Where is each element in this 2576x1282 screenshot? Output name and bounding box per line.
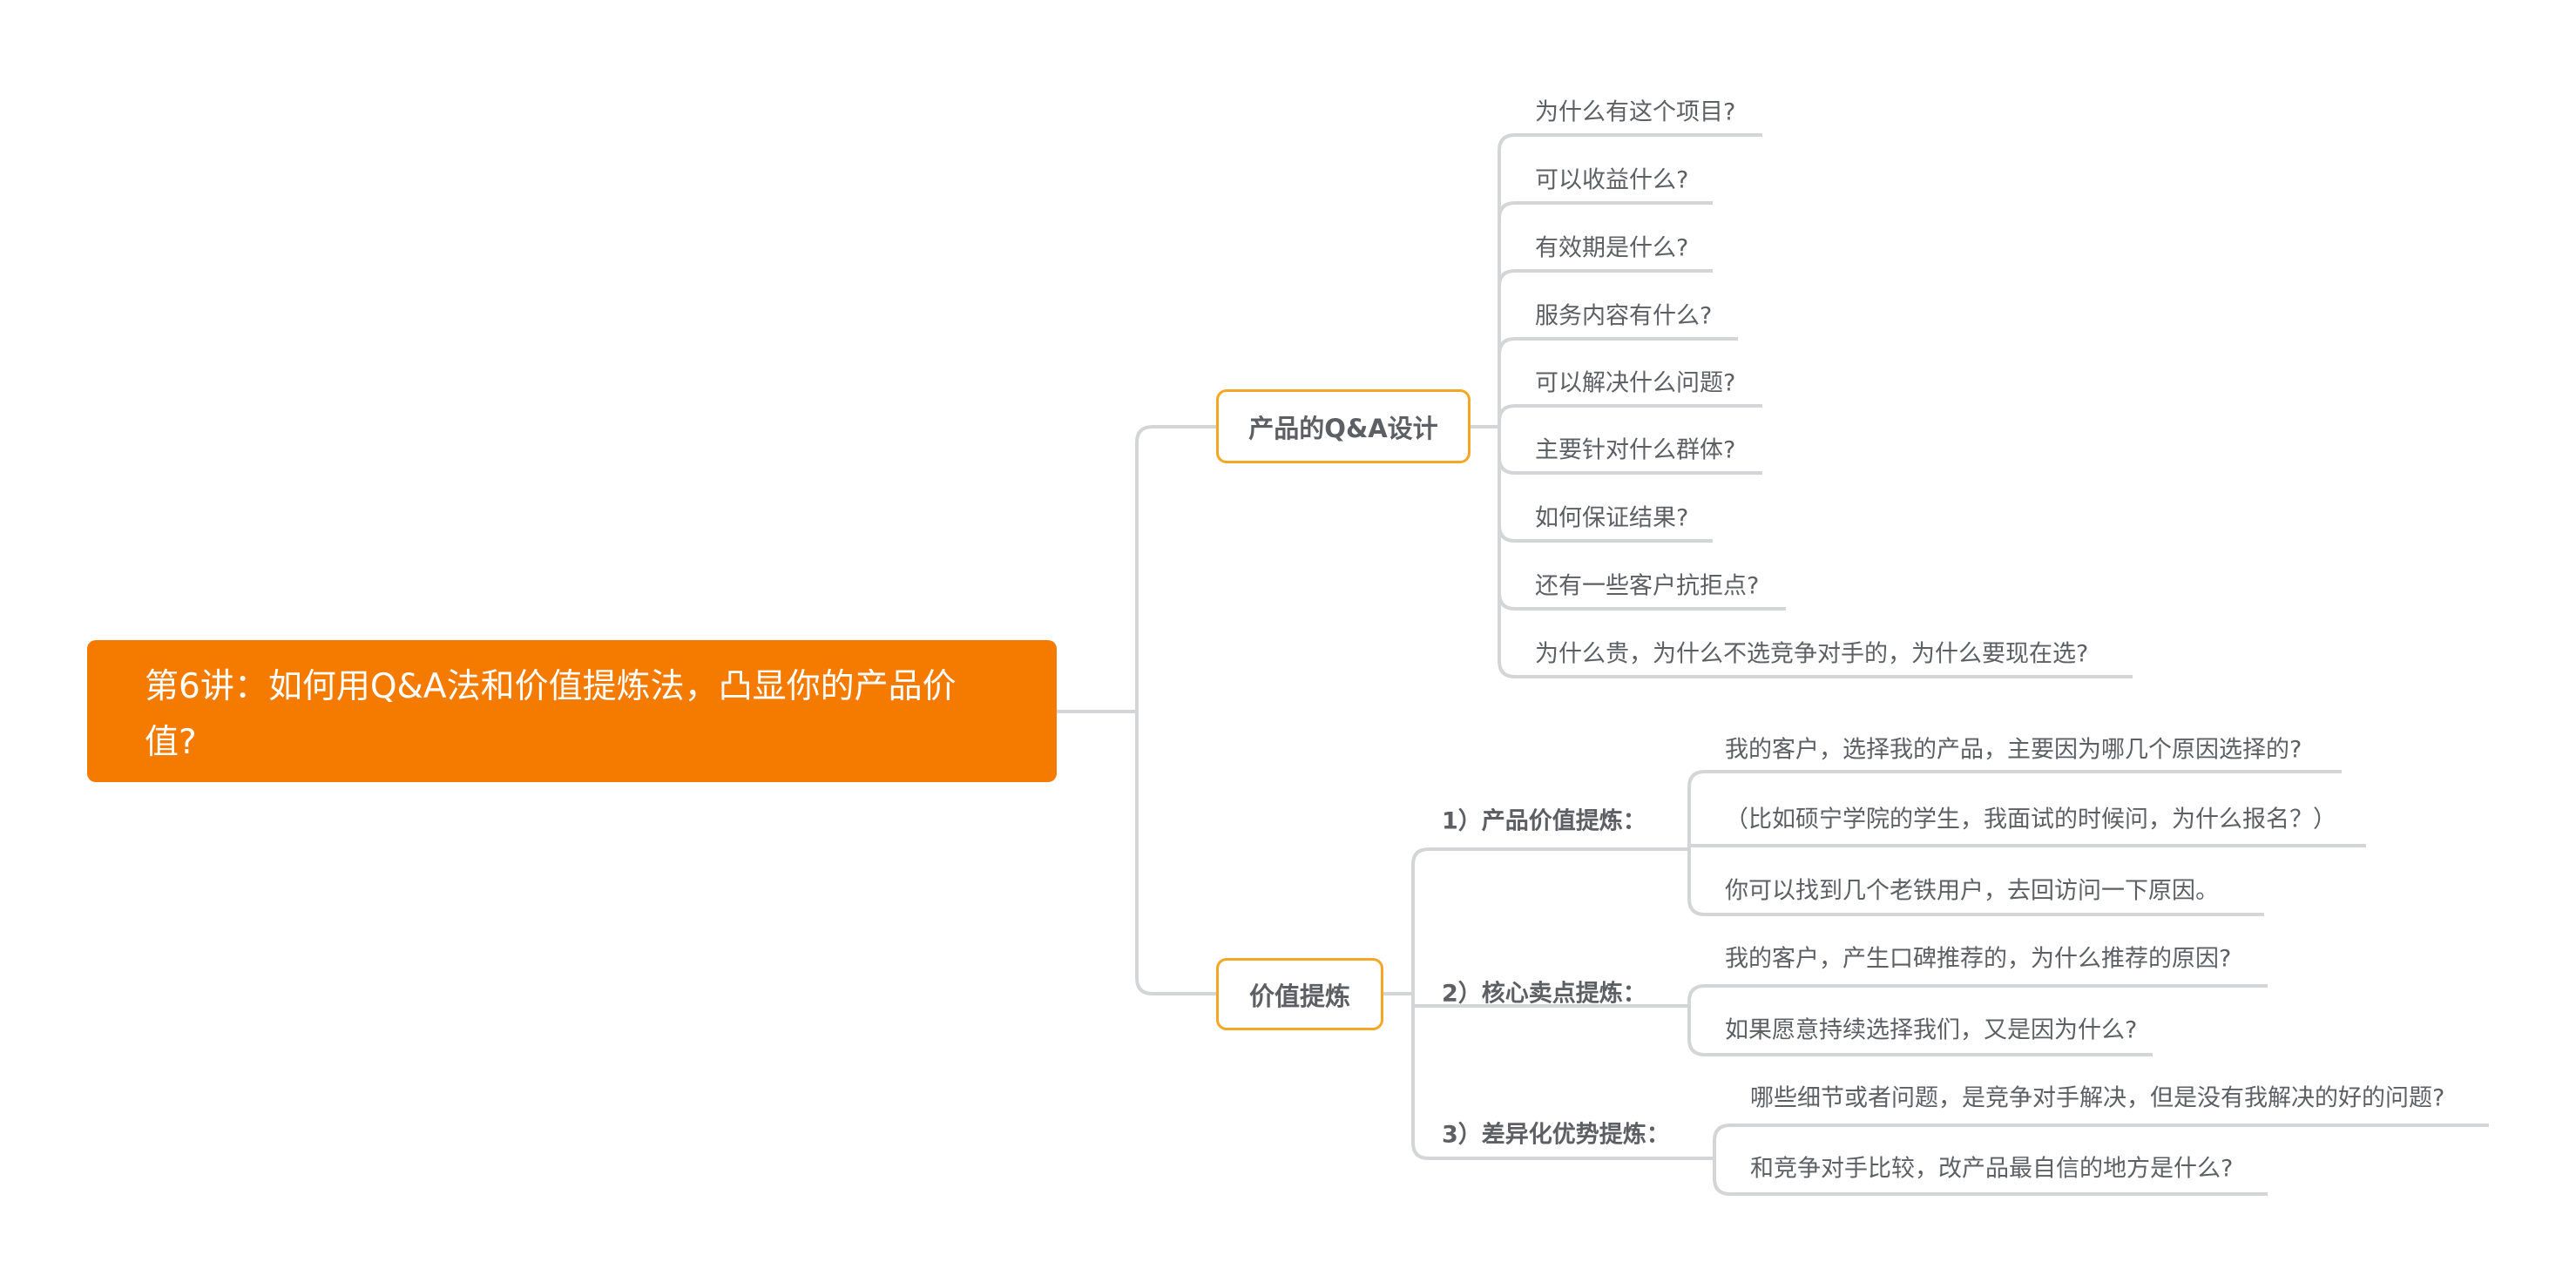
- value-item[interactable]: 你可以找到几个老铁用户，去回访问一下原因。: [1725, 877, 2219, 905]
- qa-item[interactable]: 为什么有这个项目?: [1535, 98, 1736, 126]
- subtopic-core-selling-point[interactable]: 2）核心卖点提炼：: [1442, 980, 1646, 1008]
- connector: [1498, 427, 2133, 678]
- topic-label: 产品的Q&A设计: [1248, 413, 1438, 443]
- qa-item[interactable]: 主要针对什么群体?: [1535, 436, 1736, 464]
- value-item[interactable]: （比如硕宁学院的学生，我面试的时候问，为什么报名？）: [1725, 806, 2336, 833]
- connector: [1498, 404, 1762, 427]
- connector: [1687, 849, 2264, 916]
- subtopic-product-value[interactable]: 1）产品价值提炼：: [1442, 807, 1646, 835]
- connector: [1498, 269, 1713, 427]
- connector: [1687, 770, 2342, 849]
- value-item[interactable]: 我的客户，产生口碑推荐的，为什么推荐的原因?: [1725, 945, 2232, 973]
- qa-item[interactable]: 有效期是什么?: [1535, 234, 1689, 262]
- root-topic[interactable]: 第6讲：如何用Q&A法和价值提炼法，凸显你的产品价值?: [87, 640, 1057, 782]
- value-item[interactable]: 哪些细节或者问题，是竞争对手解决，但是没有我解决的好的问题?: [1750, 1084, 2445, 1112]
- value-item[interactable]: 和竞争对手比较，改产品最自信的地方是什么?: [1750, 1155, 2234, 1183]
- connector: [1411, 994, 1714, 1160]
- qa-item[interactable]: 可以解决什么问题?: [1535, 369, 1736, 397]
- connector: [1498, 337, 1738, 427]
- connector: [1687, 844, 2366, 849]
- connector: [1713, 1123, 2489, 1158]
- value-item[interactable]: 我的客户，选择我的产品，主要因为哪几个原因选择的?: [1725, 736, 2302, 764]
- qa-item[interactable]: 为什么贵，为什么不选竞争对手的，为什么要现在选?: [1535, 640, 2089, 668]
- connector: [1498, 201, 1713, 427]
- qa-item[interactable]: 如何保证结果?: [1535, 504, 1689, 532]
- subtopic-differentiation[interactable]: 3）差异化优势提炼：: [1442, 1121, 1670, 1149]
- connector: [1713, 1158, 2268, 1196]
- qa-item[interactable]: 可以收益什么?: [1535, 166, 1689, 194]
- qa-item[interactable]: 服务内容有什么?: [1535, 302, 1713, 330]
- connector: [1498, 133, 1762, 427]
- topic-value-refine[interactable]: 价值提炼: [1216, 958, 1383, 1030]
- topic-qa-design[interactable]: 产品的Q&A设计: [1216, 389, 1471, 463]
- root-title: 第6讲：如何用Q&A法和价值提炼法，凸显你的产品价值?: [145, 667, 957, 762]
- qa-item[interactable]: 还有一些客户抗拒点?: [1535, 572, 1760, 600]
- connector: [1687, 984, 2268, 1006]
- value-item[interactable]: 如果愿意持续选择我们，又是因为什么?: [1725, 1016, 2138, 1044]
- connector: [1135, 712, 1216, 995]
- connector: [1687, 1006, 2153, 1056]
- connector: [1135, 425, 1216, 712]
- connector: [1411, 847, 1689, 994]
- topic-label: 价值提炼: [1248, 981, 1350, 1011]
